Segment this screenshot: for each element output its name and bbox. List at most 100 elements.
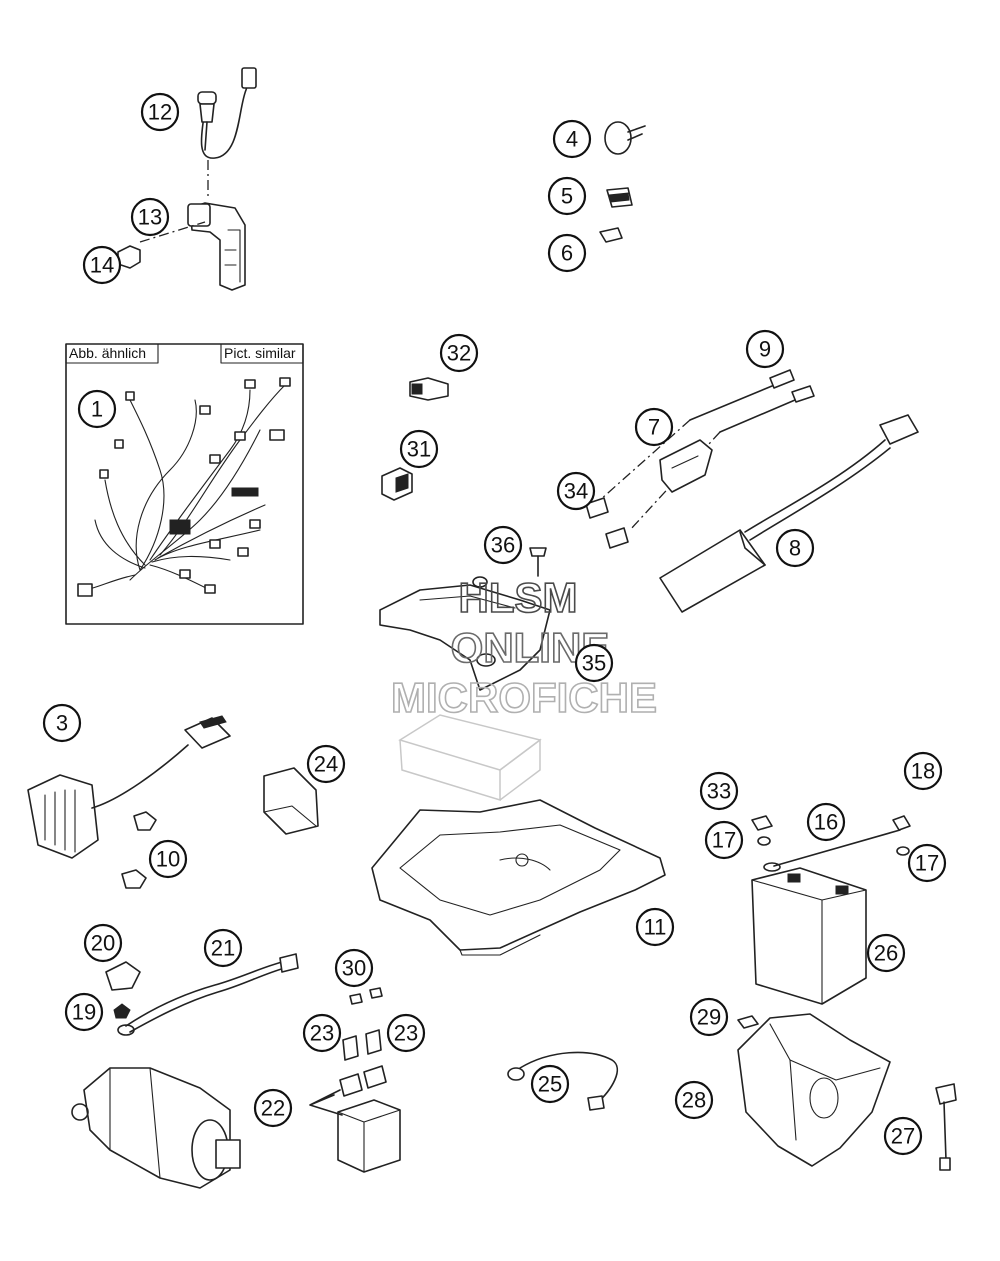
callout-9: 9: [745, 329, 785, 369]
svg-text:12: 12: [148, 100, 172, 125]
svg-text:30: 30: [342, 956, 366, 981]
callout-25: 25: [530, 1064, 570, 1104]
svg-text:32: 32: [447, 341, 471, 366]
callout-3: 3: [42, 703, 82, 743]
part-31-connector: [381, 467, 413, 501]
callout-28: 28: [674, 1080, 714, 1120]
svg-text:3: 3: [56, 711, 68, 736]
part-23-fuses: [342, 1029, 382, 1061]
callout-36: 36: [483, 525, 523, 565]
part-28-battery-box: [737, 1013, 891, 1167]
svg-text:14: 14: [90, 253, 114, 278]
part-36-screw: [529, 547, 547, 577]
callout-23a: 23: [302, 1013, 342, 1053]
part-4-cable-tie: [604, 121, 646, 155]
part-7-holder: [659, 439, 713, 493]
part-33-bolt: [751, 815, 773, 831]
callout-23b: 23: [386, 1013, 426, 1053]
watermark-line1: HLSM: [459, 574, 578, 621]
callout-22: 22: [253, 1088, 293, 1128]
part-13-bracket: [187, 202, 246, 291]
part-29-bolt: [737, 1015, 759, 1029]
part-5-clip: [606, 187, 633, 208]
callout-19: 19: [64, 992, 104, 1032]
callout-1: 1: [77, 389, 117, 429]
callout-21: 21: [203, 928, 243, 968]
callout-10: 10: [148, 839, 188, 879]
callout-17b: 17: [907, 843, 947, 883]
part-27-strap: [935, 1083, 957, 1171]
part-34-sleeves: [585, 497, 629, 549]
svg-text:25: 25: [538, 1072, 562, 1097]
part-20-terminal-cap: [105, 961, 141, 991]
svg-text:13: 13: [138, 205, 162, 230]
svg-text:10: 10: [156, 847, 180, 872]
svg-text:23: 23: [394, 1021, 418, 1046]
callout-5: 5: [547, 176, 587, 216]
svg-text:11: 11: [644, 915, 667, 940]
callout-14: 14: [82, 245, 122, 285]
callout-16: 16: [806, 802, 846, 842]
callout-29: 29: [689, 997, 729, 1037]
svg-text:16: 16: [814, 810, 838, 835]
callout-35: 35: [574, 643, 614, 683]
svg-text:28: 28: [682, 1088, 706, 1113]
svg-text:9: 9: [759, 337, 771, 362]
watermark-line3: MICROFICHE: [391, 674, 657, 721]
svg-text:6: 6: [561, 241, 573, 266]
callout-17a: 17: [704, 820, 744, 860]
callout-7: 7: [634, 407, 674, 447]
ecu-ghost: [398, 714, 542, 802]
part-12-switch-cable: [197, 67, 257, 159]
svg-text:1: 1: [91, 397, 103, 422]
callout-8: 8: [775, 528, 815, 568]
part-32-connector: [409, 377, 449, 401]
svg-text:36: 36: [491, 533, 515, 558]
svg-text:8: 8: [789, 536, 801, 561]
part-3-regulator: [27, 715, 231, 859]
svg-text:19: 19: [72, 1000, 96, 1025]
callout-31: 31: [399, 429, 439, 469]
callout-34: 34: [556, 471, 596, 511]
callout-20: 20: [83, 923, 123, 963]
part-9-bolts: [689, 369, 815, 433]
legend-label-de: Abb. ähnlich: [69, 345, 146, 361]
callout-4: 4: [552, 119, 592, 159]
callout-27: 27: [883, 1116, 923, 1156]
starter-motor: [71, 1067, 241, 1189]
part-30-screws: [349, 987, 383, 1005]
callout-33: 33: [699, 771, 739, 811]
part-21-cable: [117, 953, 299, 1036]
part-24-cover: [263, 767, 319, 835]
svg-text:22: 22: [261, 1096, 285, 1121]
svg-text:5: 5: [561, 184, 573, 209]
svg-text:7: 7: [648, 415, 660, 440]
callout-32: 32: [439, 333, 479, 373]
part-18-bolt: [892, 815, 911, 831]
callout-30: 30: [334, 948, 374, 988]
svg-text:4: 4: [566, 127, 578, 152]
svg-text:34: 34: [564, 479, 588, 504]
watermark: HLSM ONLINE MICROFICHE: [390, 573, 658, 722]
svg-text:21: 21: [211, 936, 235, 961]
part-14-screw: [117, 245, 141, 269]
callout-6: 6: [547, 233, 587, 273]
svg-text:17: 17: [712, 828, 736, 853]
part-16-cable: [763, 829, 901, 872]
callout-24: 24: [306, 744, 346, 784]
svg-text:23: 23: [310, 1021, 334, 1046]
part-1-wiring-harness: [77, 377, 291, 597]
callout-18: 18: [903, 751, 943, 791]
svg-text:31: 31: [407, 437, 431, 462]
part-22-relay: [309, 1065, 401, 1173]
callout-11: 11: [635, 907, 675, 947]
svg-text:26: 26: [874, 941, 898, 966]
part-35-ecu-bracket: [379, 576, 551, 691]
svg-text:20: 20: [91, 931, 115, 956]
part-25-ground-cable: [507, 1051, 619, 1111]
svg-text:29: 29: [697, 1005, 721, 1030]
part-6-clip: [599, 227, 623, 243]
svg-text:17: 17: [915, 851, 939, 876]
svg-text:18: 18: [911, 759, 935, 784]
harness-box: [65, 343, 304, 625]
